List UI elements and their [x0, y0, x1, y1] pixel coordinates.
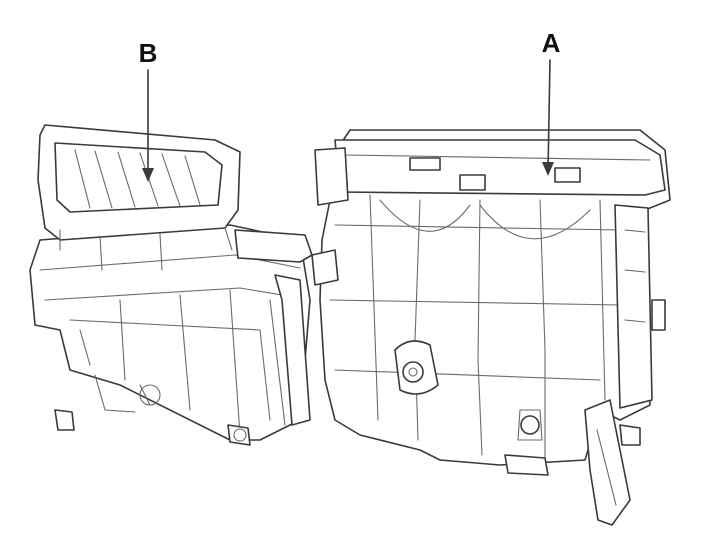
- heater-unit-a: [311, 129, 671, 526]
- label-b: B: [139, 38, 158, 68]
- arrow-b-head: [142, 168, 154, 182]
- arrow-a-head: [542, 162, 554, 176]
- callout-a: A: [542, 28, 561, 176]
- callout-b: B: [139, 38, 158, 182]
- intake-grille: [54, 142, 223, 213]
- label-a: A: [542, 28, 561, 58]
- blower-unit-b: [29, 124, 313, 446]
